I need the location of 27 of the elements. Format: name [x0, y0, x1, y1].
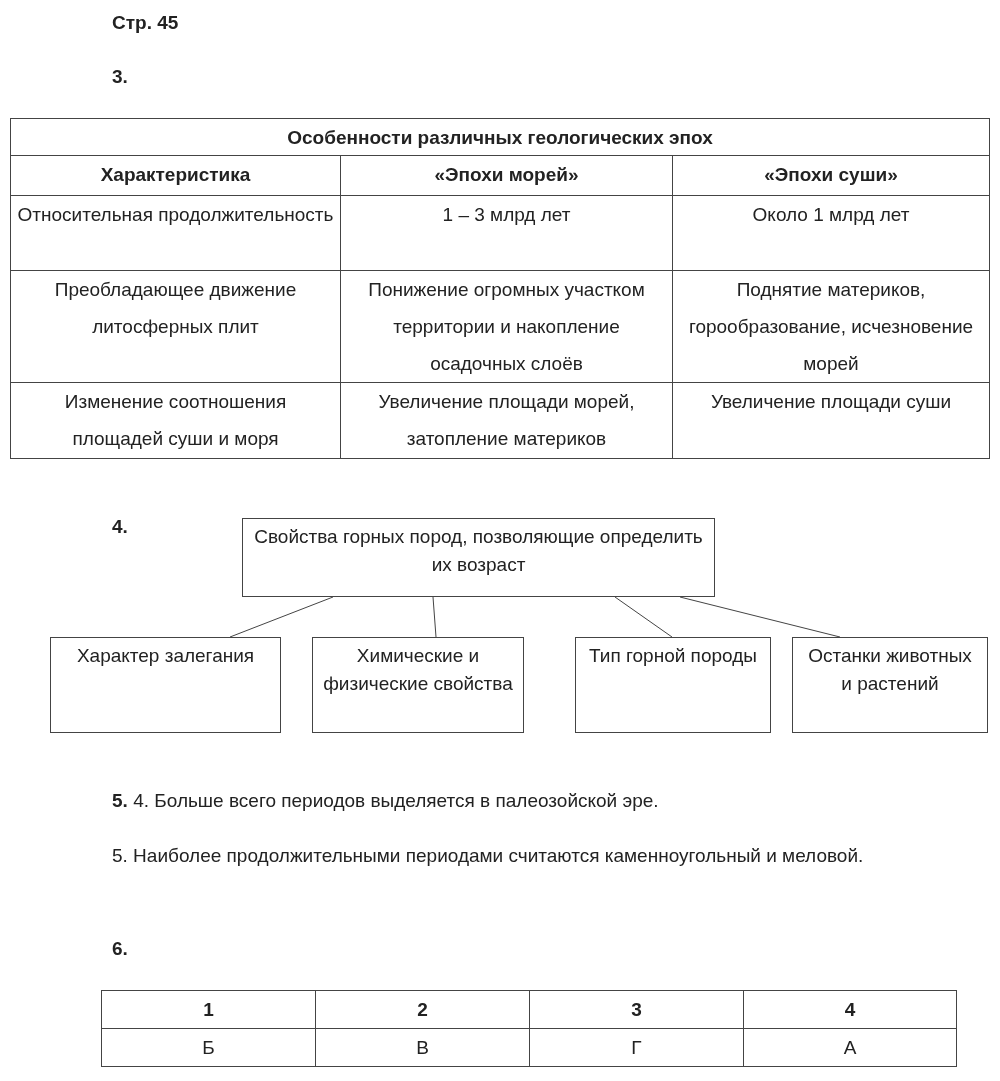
section-number: 4.: [112, 515, 128, 539]
category-box: [50, 637, 281, 733]
table-cell: 4: [743, 990, 957, 1029]
table-title-cell: Особенности различных геологических эпох: [10, 118, 990, 156]
paragraph: 5. 4. Больше всего периодов выделяется в палеозойской эре.: [112, 789, 659, 813]
node-text: Химические и физические свойства: [323, 644, 513, 696]
node-text: Характер залегания: [75, 644, 256, 668]
table-cell: 1: [101, 990, 316, 1029]
table-cell: А: [743, 1028, 957, 1067]
connector-line: [432, 596, 437, 638]
table-cell: Б: [101, 1028, 316, 1067]
section-number: Стр. 45: [112, 11, 179, 35]
table-cell: Изменение соотношения площадей суши и моря: [10, 382, 341, 459]
category-box: [575, 637, 771, 733]
section-number: 3.: [112, 65, 128, 89]
table-cell: Увеличение площади суши: [672, 382, 990, 459]
connector-line: [614, 596, 673, 638]
root-box: [242, 518, 715, 597]
connector-line: [679, 596, 841, 638]
category-box: [792, 637, 988, 733]
node-text: Свойства горных пород, позволяющие определить их возраст: [253, 525, 704, 577]
node-text: Останки животных и растений: [807, 644, 973, 696]
node-text: Тип горной породы: [588, 644, 758, 668]
connector-line: [229, 596, 334, 638]
section-number: 6.: [112, 937, 128, 961]
category-box: [312, 637, 524, 733]
paragraph: 5. Наиболее продолжительными периодами считаются каменноугольный и меловой.: [112, 844, 864, 868]
